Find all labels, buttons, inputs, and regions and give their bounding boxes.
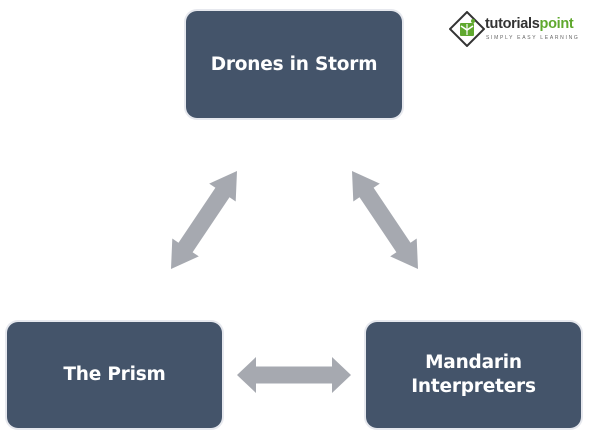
double-arrow-top-right bbox=[352, 171, 418, 269]
node-label: Mandarin Interpreters bbox=[411, 352, 536, 397]
double-arrow-top-left bbox=[171, 171, 237, 269]
double-arrow-bottom bbox=[237, 357, 351, 393]
node-label: The Prism bbox=[63, 364, 166, 385]
node-label: Drones in Storm bbox=[210, 53, 378, 75]
brand-name-part1: tutorials bbox=[485, 16, 540, 32]
node-mandarin-interpreters: Mandarin Interpreters bbox=[366, 322, 581, 428]
brand-logo: tutorialspoint SIMPLY EASY LEARNING bbox=[448, 10, 589, 48]
brand-name-part2: point bbox=[539, 16, 574, 32]
node-drones-in-storm: Drones in Storm bbox=[186, 11, 402, 118]
node-the-prism: The Prism bbox=[7, 322, 222, 428]
tutorialspoint-logo-icon bbox=[448, 10, 486, 48]
brand-tagline: SIMPLY EASY LEARNING bbox=[486, 35, 580, 41]
brand-name: tutorialspoint bbox=[485, 16, 574, 32]
